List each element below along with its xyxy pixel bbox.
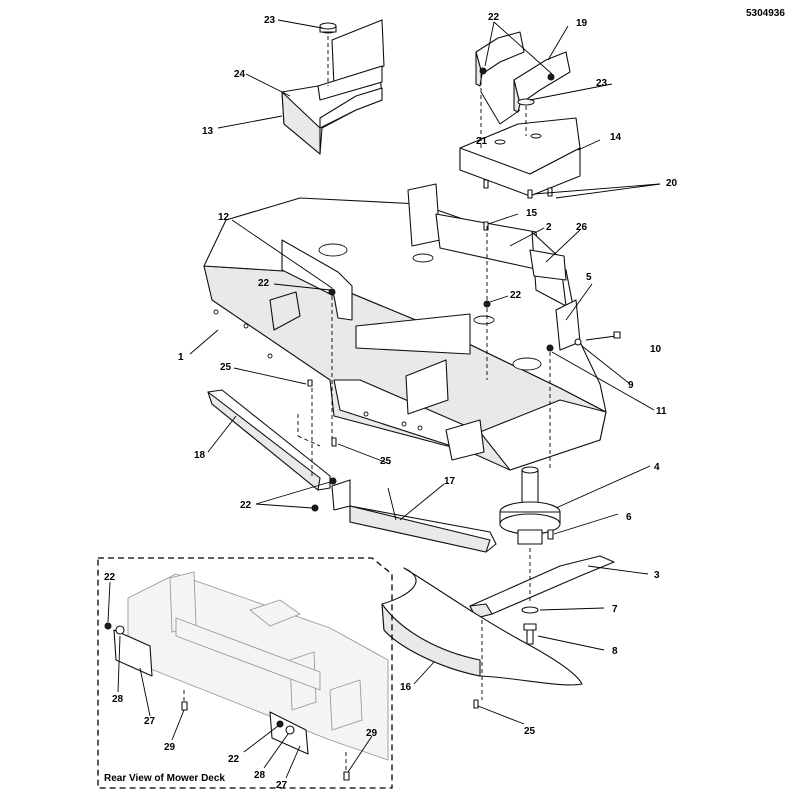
part-16-baffle bbox=[381, 567, 583, 686]
part-6-bolt bbox=[547, 529, 554, 540]
callout-26: 26 bbox=[576, 222, 588, 233]
callout-24: 24 bbox=[234, 69, 246, 80]
part-11-nut bbox=[546, 344, 554, 352]
inset-leaders bbox=[107, 581, 373, 779]
inset-part-28-washer-left bbox=[115, 625, 125, 635]
inset-title: Rear View of Mower Deck bbox=[104, 773, 225, 784]
callout-10: 10 bbox=[650, 344, 662, 355]
inset-part-22-nut-bottom bbox=[276, 720, 284, 728]
part-22-nut-left bbox=[328, 288, 336, 296]
dashed-assembly-lines bbox=[297, 36, 551, 700]
callout-22-center: 22 bbox=[510, 290, 522, 301]
callout-17: 17 bbox=[444, 476, 456, 487]
inset-part-29-bolt-right bbox=[343, 771, 350, 781]
callout-14: 14 bbox=[610, 132, 622, 143]
inset-part-22-nut-left bbox=[104, 622, 112, 630]
callout-18: 18 bbox=[194, 450, 206, 461]
part-22-nut-center bbox=[483, 300, 491, 308]
callout-9: 9 bbox=[628, 380, 634, 391]
callout-13: 13 bbox=[202, 126, 214, 137]
callout-22-inset-top: 22 bbox=[104, 572, 116, 583]
part-25-bolt-bottom bbox=[473, 699, 479, 709]
callout-22-left: 22 bbox=[258, 278, 270, 289]
part-10-bolt bbox=[585, 331, 621, 341]
part-22-nut-bottom-b bbox=[311, 504, 319, 512]
callout-23-top: 23 bbox=[264, 15, 276, 26]
callout-19: 19 bbox=[576, 18, 588, 29]
callout-2: 2 bbox=[546, 222, 552, 233]
callout-labels: 23 24 13 22 19 23 21 14 20 15 2 26 12 22… bbox=[104, 12, 678, 791]
callout-6: 6 bbox=[626, 512, 632, 523]
callout-15: 15 bbox=[526, 208, 538, 219]
inset-part-27-left bbox=[113, 629, 153, 677]
part-14-cover bbox=[459, 117, 581, 197]
callout-16: 16 bbox=[400, 682, 412, 693]
part-26-bracket bbox=[529, 249, 567, 281]
callout-8: 8 bbox=[612, 646, 618, 657]
callout-22-bottom: 22 bbox=[240, 500, 252, 511]
part-8-bolt bbox=[523, 623, 537, 645]
callout-12: 12 bbox=[218, 212, 230, 223]
callout-27-inset-left: 27 bbox=[144, 716, 156, 727]
inset-rear-view: Rear View of Mower Deck bbox=[97, 557, 393, 789]
callout-25-bottom: 25 bbox=[524, 726, 536, 737]
callout-20: 20 bbox=[666, 178, 678, 189]
part-13-bracket bbox=[281, 71, 383, 155]
callout-3: 3 bbox=[654, 570, 660, 581]
callout-1: 1 bbox=[178, 352, 184, 363]
part-15-bolt bbox=[483, 221, 489, 231]
callout-27-inset-bottom: 27 bbox=[276, 780, 288, 791]
inset-part-29-bolt-left bbox=[181, 701, 188, 711]
part-17-rail bbox=[331, 479, 497, 553]
deck-side-fins bbox=[405, 359, 485, 461]
callout-25-mid: 25 bbox=[380, 456, 392, 467]
callout-4: 4 bbox=[654, 462, 660, 473]
part-23-knob-top bbox=[319, 22, 337, 34]
part-25-bolt-mid bbox=[331, 437, 337, 447]
part-22-nut-bottom-a bbox=[329, 477, 337, 485]
part-22-nut-a bbox=[479, 67, 487, 75]
callout-21: 21 bbox=[476, 136, 488, 147]
callout-5: 5 bbox=[586, 272, 592, 283]
inset-part-28-washer-bottom bbox=[285, 725, 295, 735]
part-12-spindle-bracket bbox=[269, 239, 471, 355]
callout-22-inset-bottom: 22 bbox=[228, 754, 240, 765]
part-23-knob-right bbox=[517, 98, 535, 106]
callout-23-right: 23 bbox=[596, 78, 608, 89]
callout-25-left: 25 bbox=[220, 362, 232, 373]
part-7-washer bbox=[521, 606, 539, 614]
callout-11: 11 bbox=[656, 406, 667, 417]
callout-28-inset-left: 28 bbox=[112, 694, 124, 705]
callout-28-inset-bottom: 28 bbox=[254, 770, 266, 781]
part-22-nut-b bbox=[547, 73, 555, 81]
part-20-bolts bbox=[483, 179, 553, 199]
part-25-bolt-left bbox=[307, 379, 313, 387]
part-4-spindle bbox=[499, 466, 561, 545]
part-9-washer bbox=[574, 338, 582, 346]
document-number: 5304936 bbox=[746, 8, 785, 19]
leader-lines bbox=[189, 19, 661, 725]
callout-7: 7 bbox=[612, 604, 618, 615]
callout-29-inset-right: 29 bbox=[366, 728, 378, 739]
callout-29-inset-left: 29 bbox=[164, 742, 176, 753]
callout-22-top: 22 bbox=[488, 12, 500, 23]
part-24-plate bbox=[317, 19, 385, 101]
inset-deck-sketch bbox=[127, 571, 389, 761]
